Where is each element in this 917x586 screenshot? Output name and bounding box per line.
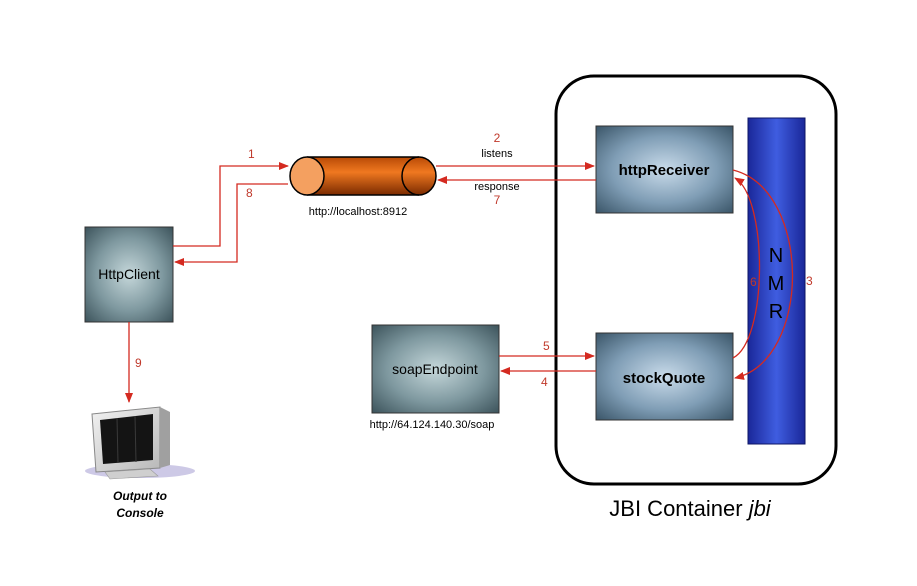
flow-8-arrow: [174, 183, 288, 266]
pipe-url: http://localhost:8912: [309, 206, 407, 218]
flow-7-label: response: [474, 181, 519, 193]
flow-9-number: 9: [135, 356, 142, 370]
nmr-letter-m: M: [768, 273, 785, 295]
stock-quote-label: stockQuote: [623, 370, 706, 387]
flow-1-arrow: [173, 162, 289, 247]
nmr-letter-n: N: [769, 245, 783, 267]
soap-endpoint-box: [371, 324, 500, 414]
nmr-bus: [747, 117, 806, 445]
flow-6-arrow: [732, 177, 761, 359]
soap-endpoint-label: soapEndpoint: [392, 361, 478, 377]
http-client-label: HttpClient: [98, 266, 160, 282]
flow-3-number: 3: [806, 274, 813, 288]
console-label-line2: Console: [116, 506, 164, 520]
http-receiver-box: [595, 125, 734, 214]
console-label-line1: Output to: [113, 489, 167, 503]
nmr-letter-r: R: [769, 301, 783, 323]
stock-quote-box: [595, 332, 734, 421]
flow-1-number: 1: [248, 147, 255, 161]
flow-3-arrow: [732, 169, 794, 380]
flow-5-number: 5: [543, 339, 550, 353]
monitor-icon: [85, 406, 195, 480]
flow-2-label: listens: [481, 148, 513, 160]
http-receiver-label: httpReceiver: [619, 162, 710, 179]
flow-4-number: 4: [541, 375, 548, 389]
flow-8-number: 8: [246, 186, 253, 200]
container-label: JBI Container jbi: [609, 496, 772, 521]
flow-7-number: 7: [494, 193, 501, 207]
http-client-box: [84, 226, 174, 323]
http-pipe: [289, 156, 437, 196]
soap-url: http://64.124.140.30/soap: [370, 419, 495, 431]
flow-6-number: 6: [750, 275, 757, 289]
flow-2-number: 2: [494, 131, 501, 145]
